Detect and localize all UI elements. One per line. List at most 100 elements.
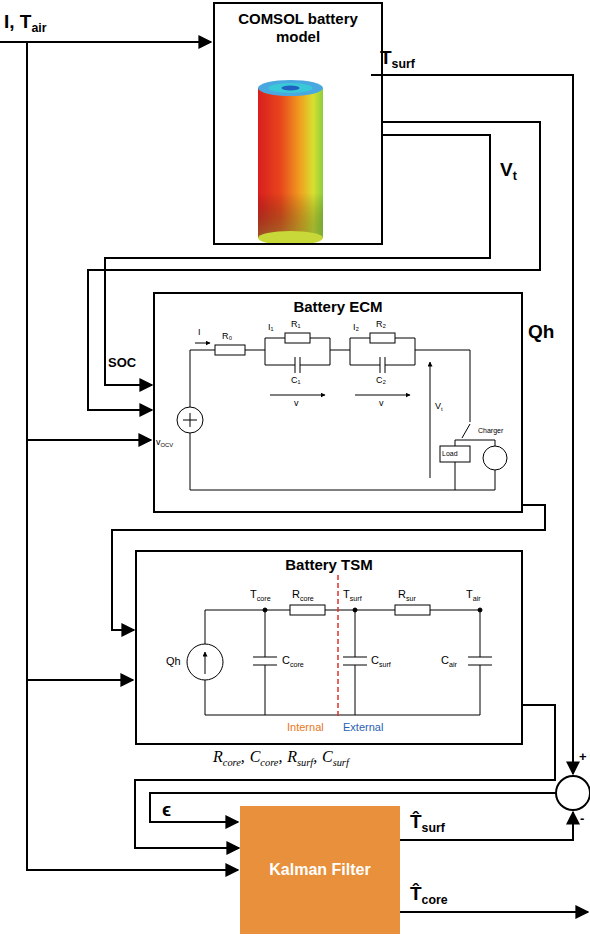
label-text: I₁ xyxy=(268,322,274,332)
subscript: core xyxy=(223,757,241,768)
label-text: + xyxy=(579,749,587,764)
signal-connector xyxy=(88,122,540,410)
subscript: core xyxy=(257,595,271,603)
subscript: core xyxy=(422,893,448,907)
battery-cylinder xyxy=(258,80,323,245)
subscript: surf xyxy=(333,757,349,768)
subscript: air xyxy=(31,21,46,35)
signal-connector xyxy=(105,135,490,385)
subscript: surf xyxy=(422,821,445,835)
region-label: External xyxy=(343,721,383,733)
voltage-signal: Vt xyxy=(500,160,517,181)
voltage-label: Vt xyxy=(435,402,443,412)
capacitor-label: Csurf xyxy=(371,654,391,667)
subscript: sur xyxy=(406,595,416,603)
resistor-label: Rsur xyxy=(398,588,416,601)
capacitor-label: Ccore xyxy=(282,654,304,667)
sum-sign: - xyxy=(580,812,584,826)
label-text: Internal xyxy=(287,721,324,733)
label-text: C xyxy=(250,748,261,765)
ecm-circuit xyxy=(177,333,507,490)
label-text: I xyxy=(198,327,201,337)
ecm-box: Battery ECM xyxy=(153,292,523,513)
label-text: - xyxy=(580,811,584,826)
label-text: ϵ xyxy=(162,799,171,820)
sum-sign: + xyxy=(579,750,587,764)
node-title: Battery TSM xyxy=(285,556,373,574)
label-text: v xyxy=(294,398,299,408)
label-text: External xyxy=(343,721,383,733)
label-text: T xyxy=(250,588,257,600)
subscript: surf xyxy=(392,57,415,71)
parameter-list: Rcore, Ccore, Rsurf, Csurf xyxy=(213,748,349,766)
resistor-label: R₂ xyxy=(376,320,386,330)
signal-wires xyxy=(0,42,590,912)
label-text: I₂ xyxy=(353,322,359,332)
label-text: R xyxy=(287,748,297,765)
subscript: core xyxy=(290,661,304,669)
label-text: SOC xyxy=(108,355,136,370)
label-text: V xyxy=(500,159,513,180)
label-text: Load xyxy=(442,450,458,457)
capacitor-label: Cair xyxy=(441,654,457,667)
label-text: Qh xyxy=(166,655,181,667)
label-text: T̂ xyxy=(410,811,422,832)
subscript: t xyxy=(441,406,443,412)
subscript: core xyxy=(300,595,314,603)
label-text: R₁ xyxy=(291,319,301,329)
label-text: V xyxy=(435,401,441,411)
label-text: R₂ xyxy=(376,319,386,329)
label-text: v xyxy=(156,437,161,447)
label-text: R xyxy=(213,748,223,765)
heat-signal: Qh xyxy=(528,322,554,343)
region-label: Internal xyxy=(287,721,324,733)
signal-name: SOC xyxy=(108,356,136,370)
tsm-circuit xyxy=(187,575,492,718)
current-label: I₁ xyxy=(268,323,274,333)
resistor-label: R₀ xyxy=(222,332,232,342)
subscript: surf xyxy=(297,757,313,768)
current-label: I xyxy=(198,328,201,338)
label-text: T̂ xyxy=(410,883,422,904)
node-title: COMSOL battery model xyxy=(215,10,381,46)
source-label: Qh xyxy=(166,655,181,667)
subscript: surf xyxy=(379,661,391,669)
label-text: I, T xyxy=(4,11,31,32)
label-text: C₁ xyxy=(291,375,301,385)
current-label: I₂ xyxy=(353,323,359,333)
capacitor-label: C₁ xyxy=(291,376,301,386)
tsm-box: Battery TSM xyxy=(135,550,523,745)
subscript: core xyxy=(260,757,278,768)
node-temperature: Tsurf xyxy=(343,588,362,601)
label-text: T xyxy=(380,47,392,68)
label-text: , xyxy=(313,748,317,765)
resistor-label: R₁ xyxy=(291,320,301,330)
label-text: C xyxy=(371,654,379,666)
node-title: Battery ECM xyxy=(293,298,382,316)
label-text: , xyxy=(241,748,245,765)
label-text: v xyxy=(379,398,384,408)
model-box: COMSOL battery model xyxy=(213,2,383,245)
label-text: , xyxy=(278,748,282,765)
label-text: C₂ xyxy=(376,375,386,385)
resistor-label: Rcore xyxy=(292,588,314,601)
subscript: t xyxy=(513,169,517,183)
output-signal: Tsurf xyxy=(380,48,415,69)
label-text: Charger xyxy=(478,427,503,434)
voltage-label: v xyxy=(379,399,384,409)
label-text: C xyxy=(322,748,333,765)
estimate-signal: T̂surf xyxy=(410,812,445,833)
label-text: C xyxy=(282,654,290,666)
node-temperature: Tair xyxy=(466,588,481,601)
label-text: R₀ xyxy=(222,331,232,341)
filter-box: Kalman Filter xyxy=(240,806,400,934)
source-label: vOCV xyxy=(156,438,173,448)
label-text: C xyxy=(441,654,449,666)
label-text: Qh xyxy=(528,321,554,342)
subscript: surf xyxy=(350,595,362,603)
input-signal: I, Tair xyxy=(4,12,47,33)
error-signal: ϵ xyxy=(162,800,171,821)
estimate-signal: T̂core xyxy=(410,884,448,905)
